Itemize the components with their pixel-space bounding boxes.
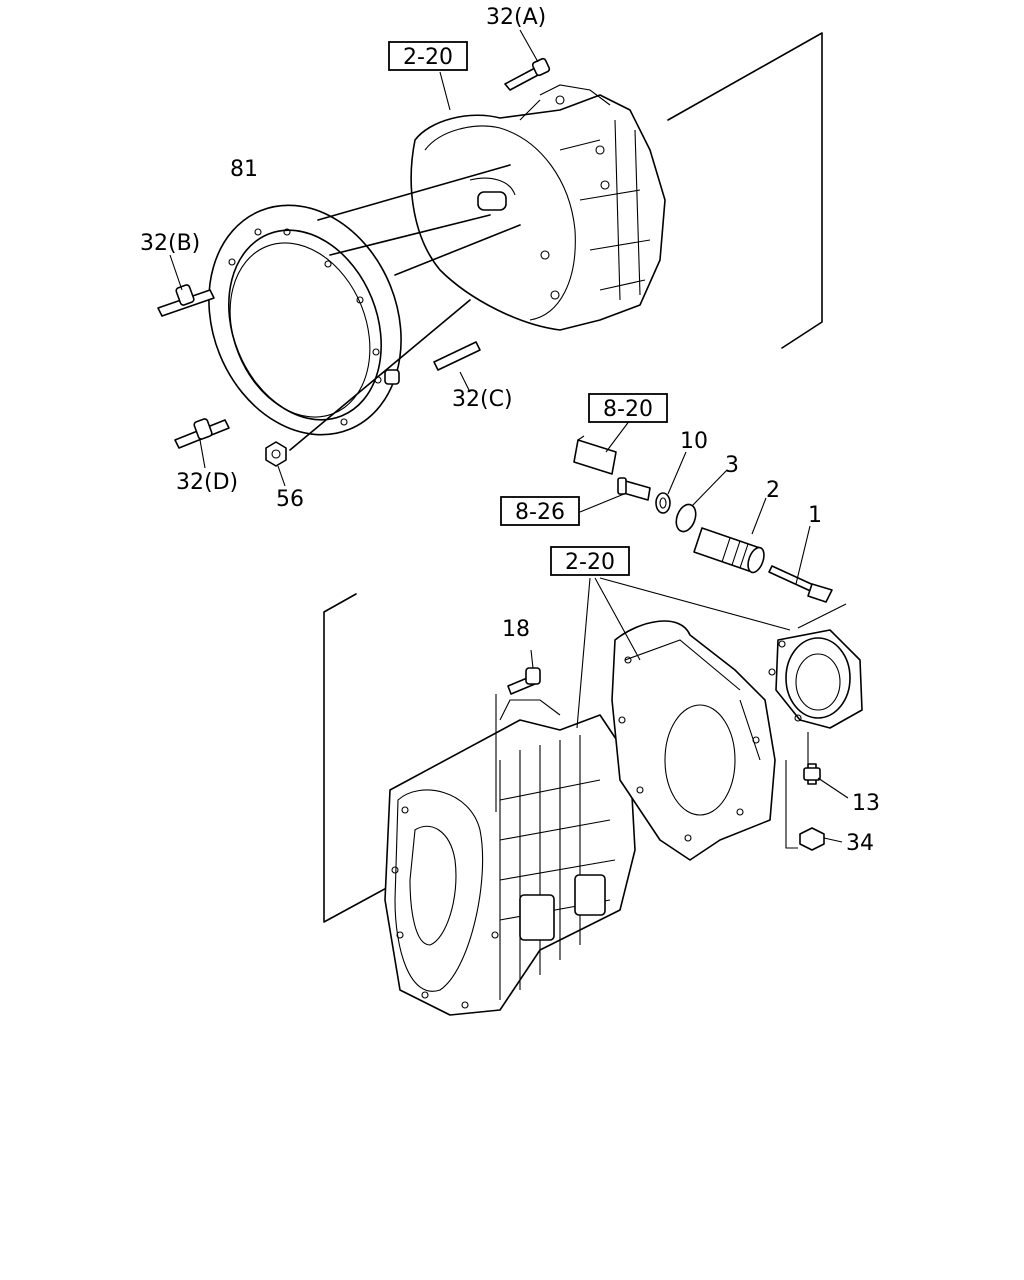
guide-line-1 bbox=[317, 164, 511, 221]
nut-56 bbox=[265, 441, 287, 467]
guide-line-4 bbox=[289, 299, 471, 451]
callout-56: 56 bbox=[276, 487, 304, 512]
callout-32a: 32(A) bbox=[486, 5, 546, 30]
callout-1: 1 bbox=[808, 503, 822, 528]
bracket-upper-right bbox=[667, 32, 823, 349]
stud-32d bbox=[174, 418, 230, 449]
callout-81: 81 bbox=[230, 157, 258, 182]
ref-label-8-20: 8-20 bbox=[603, 397, 653, 422]
intermediate-plate bbox=[611, 620, 776, 861]
sleeve-2 bbox=[693, 527, 765, 574]
stud-32b bbox=[157, 284, 215, 317]
callout-32c: 32(C) bbox=[452, 387, 513, 412]
bolt-32a bbox=[504, 57, 551, 91]
guide-line-3 bbox=[394, 224, 521, 276]
connector-8-26 bbox=[617, 477, 651, 501]
seal-10 bbox=[655, 492, 671, 514]
ref-box-8-20[interactable]: 8-20 bbox=[588, 393, 668, 423]
transmission-case bbox=[384, 699, 636, 1016]
ref-label-8-26: 8-26 bbox=[515, 500, 565, 525]
rear-cover bbox=[768, 629, 863, 729]
callout-32d: 32(D) bbox=[176, 470, 238, 495]
clutch-housing bbox=[410, 84, 666, 331]
callout-10: 10 bbox=[680, 429, 708, 454]
guide-line-2 bbox=[329, 214, 491, 256]
bolt-18 bbox=[507, 667, 541, 695]
callout-18: 18 bbox=[502, 617, 530, 642]
flange-ring-81 bbox=[208, 204, 402, 436]
plug-34 bbox=[799, 827, 825, 851]
ref-box-8-26[interactable]: 8-26 bbox=[500, 496, 580, 526]
ref-label-2-20-top: 2-20 bbox=[403, 45, 453, 70]
callout-32b: 32(B) bbox=[140, 231, 200, 256]
speed-sensor-8-20 bbox=[573, 435, 617, 475]
stud-32c bbox=[433, 341, 481, 371]
callout-34: 34 bbox=[846, 831, 874, 856]
callout-3: 3 bbox=[725, 453, 739, 478]
o-ring-3 bbox=[675, 503, 697, 533]
callout-2: 2 bbox=[766, 478, 780, 503]
ref-box-2-20-top[interactable]: 2-20 bbox=[388, 41, 468, 71]
driven-gear-shaft-1 bbox=[768, 565, 833, 603]
callout-13: 13 bbox=[852, 791, 880, 816]
ref-box-2-20-mid[interactable]: 2-20 bbox=[550, 546, 630, 576]
ref-label-2-20-mid: 2-20 bbox=[565, 550, 615, 575]
bolt-13 bbox=[803, 763, 821, 785]
